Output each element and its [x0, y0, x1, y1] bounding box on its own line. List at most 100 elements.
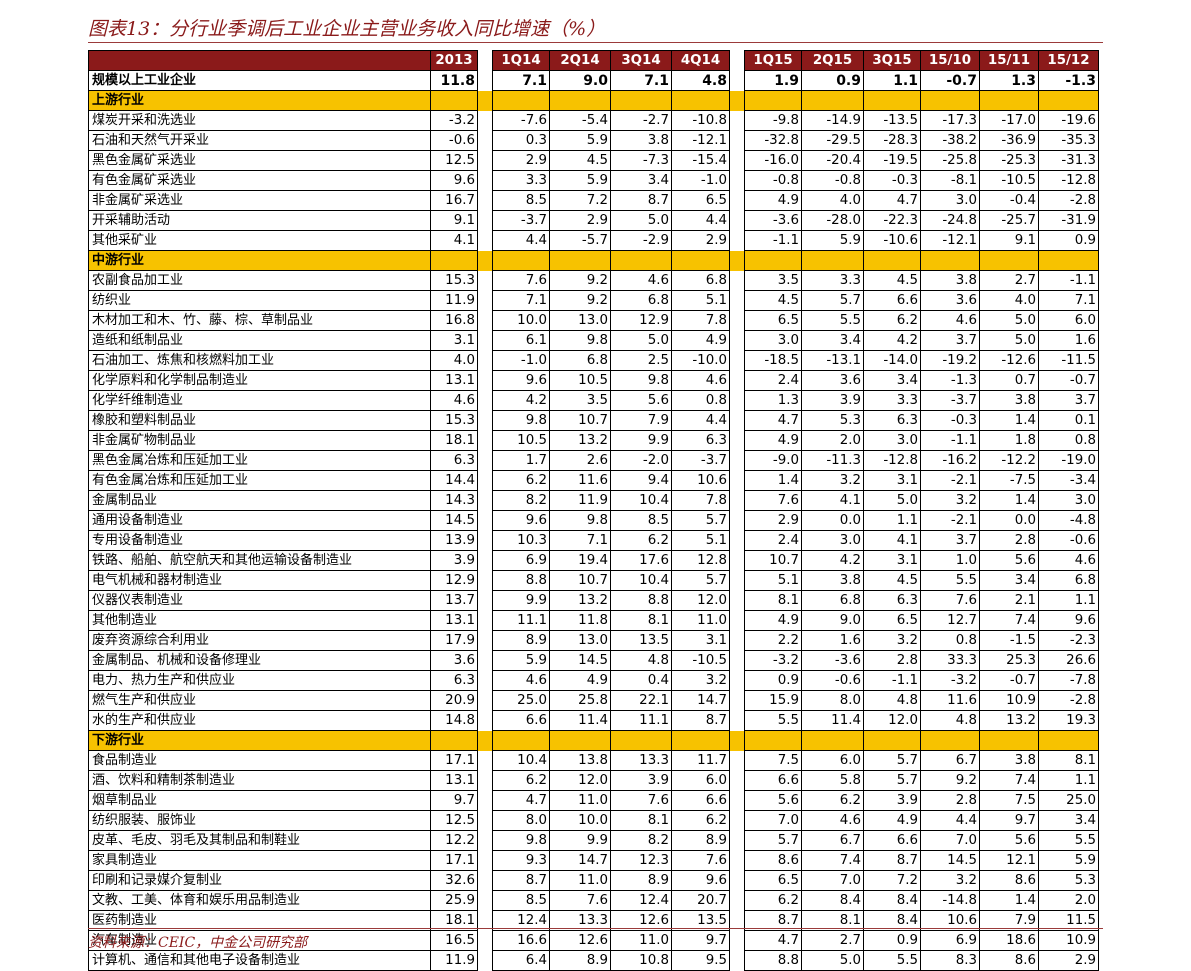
section-label: 中游行业: [88, 250, 431, 271]
value-cell: 4.8: [863, 690, 921, 711]
value-cell: -31.3: [1038, 150, 1099, 171]
value-cell: 4.0: [979, 290, 1039, 311]
value-cell: 5.5: [863, 950, 921, 971]
column-gap: [729, 50, 745, 71]
column-gap: [477, 70, 493, 91]
value-cell: 11.9: [549, 490, 611, 511]
value-cell: 4.0: [430, 350, 478, 371]
value-cell: 3.4: [1038, 810, 1099, 831]
value-cell: -1.5: [979, 630, 1039, 651]
value-cell: 1.1: [1038, 590, 1099, 611]
value-cell: -5.4: [549, 110, 611, 131]
value-cell: 3.8: [979, 750, 1039, 771]
value-cell: 13.2: [549, 430, 611, 451]
column-gap: [729, 770, 745, 791]
source-rule: [88, 928, 1103, 929]
section-label: 上游行业: [88, 90, 431, 111]
industry-name: 烟草制品业: [88, 790, 431, 811]
value-cell: 6.2: [671, 810, 730, 831]
value-cell: 10.9: [979, 690, 1039, 711]
value-cell: 4.7: [492, 790, 550, 811]
value-cell: 14.3: [430, 490, 478, 511]
value-cell: 3.5: [549, 390, 611, 411]
value-cell: 10.5: [549, 370, 611, 391]
value-cell: 12.9: [430, 570, 478, 591]
value-cell: -1.0: [492, 350, 550, 371]
value-cell: 5.5: [1038, 830, 1099, 851]
value-cell: 11.1: [492, 610, 550, 631]
column-gap: [477, 490, 493, 511]
value-cell: 3.4: [979, 570, 1039, 591]
value-cell: 4.6: [1038, 550, 1099, 571]
value-cell: -10.5: [671, 650, 730, 671]
value-cell: -24.8: [920, 210, 980, 231]
value-cell: 8.8: [492, 570, 550, 591]
column-gap: [477, 530, 493, 551]
section-cell: [671, 730, 730, 751]
value-cell: -2.3: [1038, 630, 1099, 651]
value-cell: -12.6: [979, 350, 1039, 371]
value-cell: 4.8: [610, 650, 672, 671]
column-gap: [477, 510, 493, 531]
column-gap: [477, 390, 493, 411]
industry-name: 家具制造业: [88, 850, 431, 871]
value-cell: -0.6: [801, 670, 864, 691]
column-gap: [477, 930, 493, 951]
value-cell: 4.4: [920, 810, 980, 831]
section-cell: [979, 250, 1039, 271]
value-cell: 6.6: [492, 710, 550, 731]
column-header: 1Q14: [492, 50, 550, 71]
value-cell: 2.2: [744, 630, 802, 651]
value-cell: 5.9: [801, 230, 864, 251]
column-gap: [477, 570, 493, 591]
value-cell: 25.8: [549, 690, 611, 711]
value-cell: 6.3: [863, 590, 921, 611]
column-gap: [729, 90, 745, 111]
value-cell: 3.1: [671, 630, 730, 651]
value-cell: 19.3: [1038, 710, 1099, 731]
value-cell: 7.2: [863, 870, 921, 891]
column-gap: [729, 570, 745, 591]
value-cell: 6.2: [863, 310, 921, 331]
value-cell: 7.6: [492, 270, 550, 291]
value-cell: -16.2: [920, 450, 980, 471]
value-cell: 1.4: [979, 890, 1039, 911]
value-cell: 33.3: [920, 650, 980, 671]
column-gap: [729, 170, 745, 191]
value-cell: 9.7: [671, 930, 730, 951]
value-cell: -9.8: [744, 110, 802, 131]
value-cell: 14.8: [430, 710, 478, 731]
value-cell: 11.6: [920, 690, 980, 711]
value-cell: 9.9: [492, 590, 550, 611]
value-cell: 8.7: [863, 850, 921, 871]
column-gap: [729, 290, 745, 311]
value-cell: 7.5: [744, 750, 802, 771]
industry-name: 电力、热力生产和供应业: [88, 670, 431, 691]
value-cell: 7.2: [549, 190, 611, 211]
value-cell: 0.1: [1038, 410, 1099, 431]
value-cell: 4.9: [671, 330, 730, 351]
value-cell: 7.1: [1038, 290, 1099, 311]
column-gap: [729, 850, 745, 871]
value-cell: -1.1: [920, 430, 980, 451]
column-gap: [729, 310, 745, 331]
value-cell: 12.6: [549, 930, 611, 951]
section-cell: [801, 730, 864, 751]
value-cell: 9.1: [430, 210, 478, 231]
value-cell: 11.7: [671, 750, 730, 771]
value-cell: 14.7: [549, 850, 611, 871]
value-cell: 12.0: [671, 590, 730, 611]
column-header: 1Q15: [744, 50, 802, 71]
industry-name: 金属制品、机械和设备修理业: [88, 650, 431, 671]
value-cell: -5.7: [549, 230, 611, 251]
column-gap: [729, 810, 745, 831]
column-gap: [729, 890, 745, 911]
value-cell: 5.0: [979, 330, 1039, 351]
value-cell: 13.9: [430, 530, 478, 551]
value-cell: 11.8: [549, 610, 611, 631]
value-cell: 6.6: [671, 790, 730, 811]
value-cell: 10.4: [492, 750, 550, 771]
